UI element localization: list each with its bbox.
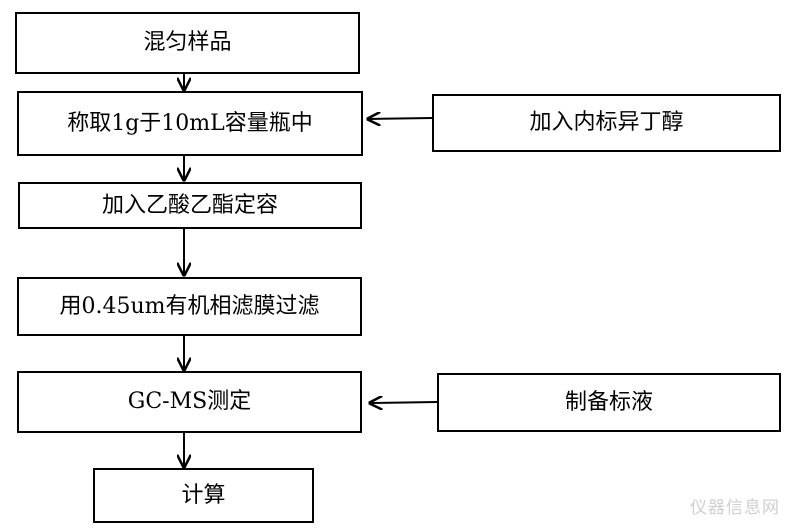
step-weigh-sample: 称取1g于10mL容量瓶中	[17, 91, 363, 156]
step-gcms-measurement: GC-MS测定	[17, 371, 362, 433]
step-mix-sample: 混匀样品	[15, 12, 360, 74]
side-add-internal-standard: 加入内标异丁醇	[432, 94, 781, 152]
watermark-logo: 仪器信息网	[690, 498, 780, 518]
side-prepare-standard-solution: 制备标液	[437, 373, 781, 432]
step-filter-membrane: 用0.45um有机相滤膜过滤	[17, 277, 362, 336]
step-calculation: 计算	[93, 468, 314, 523]
step-add-ethyl-acetate: 加入乙酸乙酯定容	[18, 182, 362, 229]
arrow-standard-solution	[370, 402, 438, 403]
arrow-internal-standard	[368, 118, 433, 119]
